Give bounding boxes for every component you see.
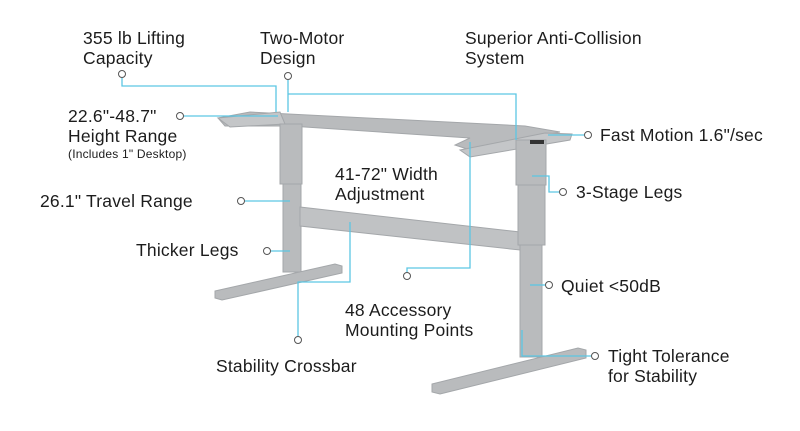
- callout-stage: [532, 175, 559, 193]
- label-line: 22.6"-48.7": [68, 106, 157, 126]
- callout-tolerance: [521, 330, 591, 357]
- label-line: Mounting Points: [345, 320, 474, 340]
- three-stage-legs-label: 3-Stage Legs: [576, 182, 683, 202]
- left-foot: [214, 263, 343, 301]
- callout-accessory: [406, 142, 471, 272]
- callout-dots: [118, 70, 599, 360]
- label-line: Design: [260, 48, 316, 68]
- fast-motion-label: Fast Motion 1.6"/sec: [600, 125, 763, 145]
- height-note: (Includes 1" Desktop): [68, 147, 187, 161]
- desk-frame: [214, 111, 587, 395]
- height-range-label: 22.6"-48.7" Height Range (Includes 1" De…: [68, 106, 187, 162]
- tight-tolerance-label: Tight Tolerance for Stability: [608, 346, 730, 386]
- label-line: Capacity: [83, 48, 153, 68]
- label-line: 48 Accessory: [345, 300, 452, 320]
- left-leg-upper: [279, 123, 303, 185]
- right-leg-lower: [519, 244, 543, 358]
- right-leg-upper: [515, 139, 547, 186]
- label-line: 355 lb Lifting: [83, 28, 186, 48]
- label-line: for Stability: [608, 366, 698, 386]
- label-line: Adjustment: [335, 184, 425, 204]
- callout-lines: [121, 78, 591, 357]
- right-leg-mid: [517, 184, 546, 246]
- anti-collision-label: Superior Anti-Collision System: [465, 28, 642, 68]
- label-line: Two-Motor: [260, 28, 345, 48]
- accessory-points-label: 48 Accessory Mounting Points: [345, 300, 474, 340]
- width-adjustment-label: 41-72" Width Adjustment: [335, 164, 438, 204]
- label-line: Height Range: [68, 126, 178, 146]
- travel-range-label: 26.1" Travel Range: [40, 191, 193, 211]
- control-box: [530, 140, 544, 144]
- callout-crossbar: [297, 222, 351, 336]
- right-foot: [431, 347, 587, 395]
- crossbar: [299, 206, 521, 251]
- thicker-legs-label: Thicker Legs: [136, 240, 239, 260]
- left-leg-lower: [282, 183, 302, 273]
- quiet-label: Quiet <50dB: [561, 276, 661, 296]
- label-line: Superior Anti-Collision: [465, 28, 642, 48]
- lifting-capacity-label: 355 lb Lifting Capacity: [83, 28, 185, 68]
- two-motor-label: Two-Motor Design: [260, 28, 344, 68]
- callout-lifting: [121, 78, 277, 112]
- callout-collision: [288, 93, 517, 140]
- label-line: 41-72" Width: [335, 164, 438, 184]
- label-line: System: [465, 48, 525, 68]
- stability-crossbar-label: Stability Crossbar: [216, 356, 357, 376]
- label-line: Tight Tolerance: [608, 346, 730, 366]
